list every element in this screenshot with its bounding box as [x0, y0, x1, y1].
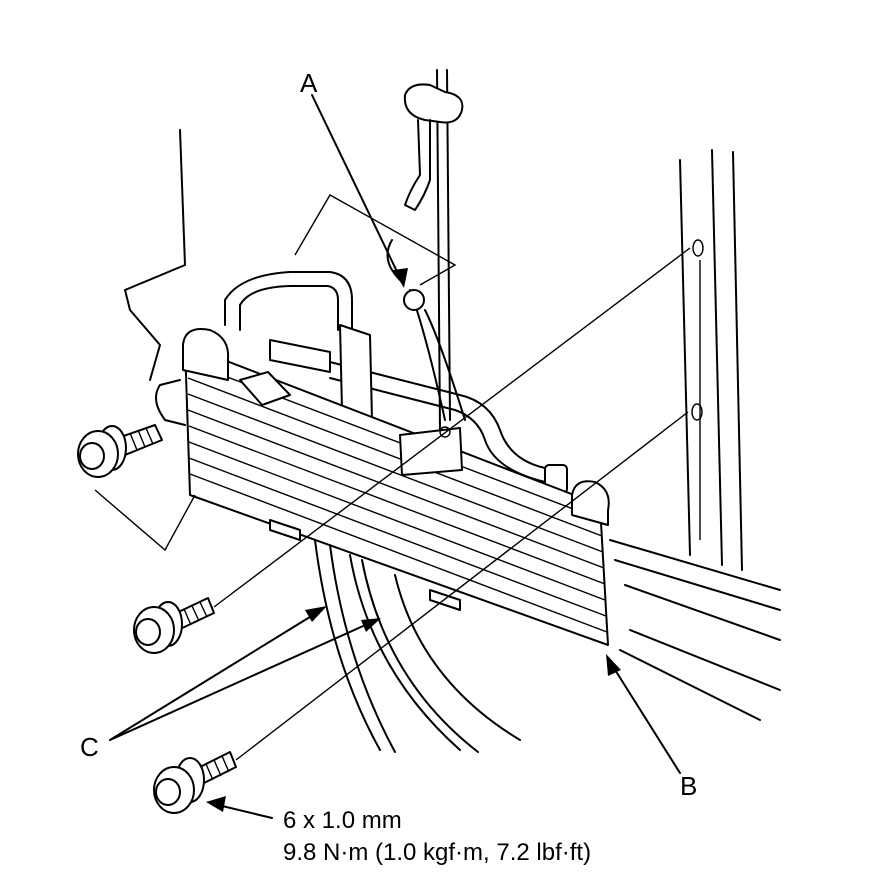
bolt-lower	[153, 751, 237, 814]
bolt-upper	[77, 424, 163, 478]
hose-bracket	[386, 69, 466, 431]
leader-lines	[109, 94, 681, 819]
frame-structure	[124, 129, 781, 721]
alignment-lines	[94, 194, 691, 761]
lower-hoses	[314, 539, 521, 753]
bolt-size-spec: 6 x 1.0 mm	[283, 807, 402, 834]
bolt-middle	[133, 597, 215, 654]
callout-a: A	[300, 68, 318, 98]
callout-c: C	[80, 732, 99, 762]
fluid-pipe	[224, 271, 568, 494]
torque-spec: 9.8 N·m (1.0 kgf·m, 7.2 lbf·ft)	[283, 839, 591, 866]
callout-b: B	[680, 771, 697, 801]
oil-cooler-body	[155, 328, 610, 646]
